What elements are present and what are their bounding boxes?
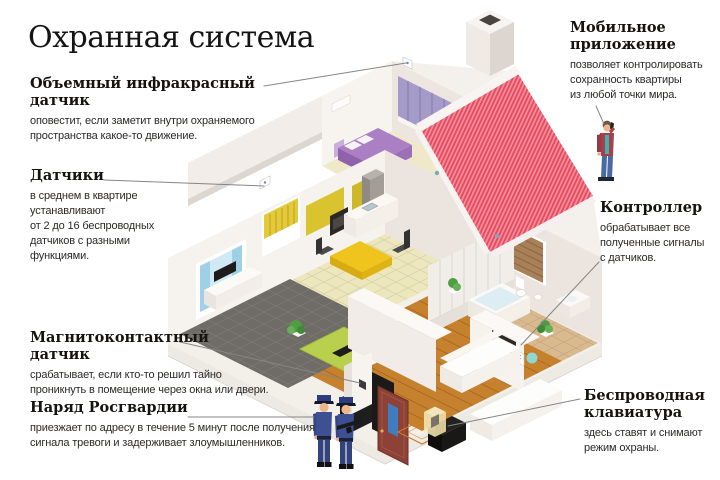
leader-line-sensors (103, 179, 265, 187)
callout-pir-sensor: Объемный инфракрасный датчик оповестит, … (30, 75, 290, 144)
leader-line-pir-sensor (263, 62, 407, 87)
hallway (348, 278, 562, 441)
table-lamp (526, 352, 538, 364)
ac-unit (331, 94, 351, 113)
callout-body: в среднем в квартире устанавливают от 2 … (30, 189, 155, 262)
callout-heading: Наряд Росгвардии (30, 399, 188, 416)
leader-line-controller (520, 261, 600, 346)
chimney (466, 10, 514, 76)
living-room-plant (287, 320, 306, 337)
callout-heading: Магнитоконтактный датчик (30, 329, 209, 363)
callout-heading: Датчики (30, 167, 104, 184)
roof-left-fascia (415, 128, 490, 255)
hallway-plant (448, 278, 462, 294)
callout-body: позволяет контролировать сохранность ква… (570, 58, 703, 101)
wireless-keypad-glow-cube (424, 406, 446, 437)
kitchen-floor (288, 234, 462, 320)
callout-magnetic-sensor: Магнитоконтактный датчик срабатывает, ес… (30, 329, 280, 398)
callout-body: срабатывает, если кто-то решил тайно про… (30, 368, 269, 396)
toilet (515, 276, 527, 297)
callout-controller: Контроллер обрабатывает все полученные с… (600, 199, 718, 266)
red-roof (415, 66, 596, 258)
wall-tv (214, 261, 236, 282)
roof-ridge-trim (416, 66, 521, 131)
rifle (337, 419, 361, 434)
partition-wall (348, 288, 452, 392)
callout-body: обрабатывает все полученные сигналы с да… (600, 221, 705, 264)
pir-sensor-device (402, 56, 413, 70)
wall-sensor-icon (434, 170, 440, 176)
oven (330, 207, 348, 236)
wall-sensor-icon (494, 233, 500, 239)
rosgvardia-officers (313, 395, 361, 469)
callout-wireless-keypad: Беспроводная клавиатура здесь ставят и с… (584, 387, 716, 456)
kitchen-window-yellow-curtains (262, 195, 300, 257)
page-title: Охранная система (28, 20, 315, 55)
leader-line-magnetic-sensor (179, 341, 361, 384)
kitchen-cabinets (306, 187, 344, 236)
callout-heading: Беспроводная клавиатура (584, 387, 705, 421)
roof-cut-wedge (188, 96, 322, 206)
phone-man (597, 120, 615, 181)
door-glass (388, 403, 398, 437)
callout-body: здесь ставят и снимают режим охраны. (584, 426, 703, 454)
window-sensor-device (259, 175, 271, 190)
callout-heading: Мобильное приложение (570, 19, 676, 53)
sideboard (204, 267, 262, 310)
roof-eave-trim (490, 196, 596, 258)
callout-rosgvardia: Наряд Росгвардии приезжает по адресу в т… (30, 399, 340, 451)
callout-heading: Объемный инфракрасный датчик (30, 75, 255, 109)
leader-line-mobile-app (595, 105, 605, 125)
living-room-floor (180, 279, 398, 388)
kitchen-counter (344, 193, 398, 238)
bidet (533, 293, 543, 301)
callout-body: оповестит, если заметит внутри охраняемо… (30, 114, 255, 142)
callout-body: приезжает по адресу в течение 5 минут по… (30, 421, 315, 449)
sofa-1 (440, 329, 520, 393)
leader-lines (103, 62, 605, 427)
leader-line-wireless-keypad (447, 398, 581, 427)
magnetic-contact-device (359, 379, 366, 390)
dining-table (316, 229, 410, 280)
callout-sensors: Датчики в среднем в квартире устанавлива… (30, 167, 190, 264)
callout-mobile-app: Мобильное приложение позволяет контролир… (570, 19, 715, 102)
front-door (377, 385, 409, 466)
door-handle (380, 429, 384, 433)
sink (361, 202, 379, 212)
callout-heading: Контроллер (600, 199, 703, 216)
